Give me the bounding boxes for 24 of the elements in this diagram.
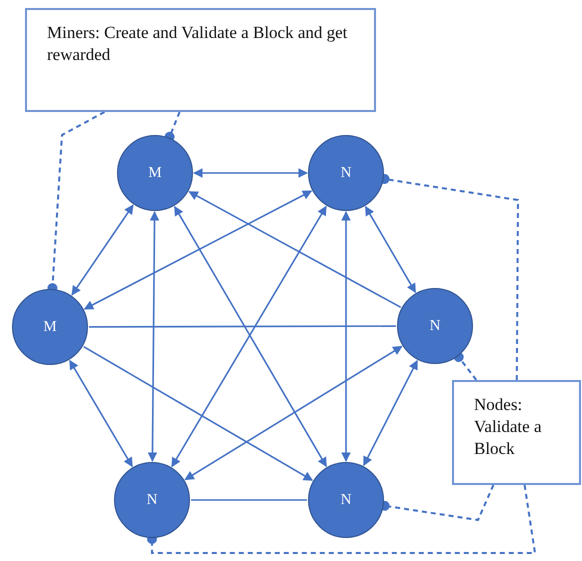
- leader-line: [164, 112, 181, 142]
- arrow: [341, 211, 351, 462]
- callout-box: [452, 380, 581, 485]
- node-label: M: [43, 318, 57, 337]
- arrow: [71, 204, 134, 296]
- node-label: N: [430, 316, 440, 336]
- arrow: [188, 191, 402, 308]
- arrow: [193, 168, 308, 178]
- arrow: [84, 190, 312, 310]
- leader-line: [147, 484, 536, 554]
- arrow: [184, 346, 403, 480]
- node-label: N: [340, 490, 352, 510]
- arrow: [363, 360, 418, 466]
- arrow: [148, 211, 160, 462]
- callout-text: Nodes: Validate a Block: [474, 394, 542, 460]
- callout-box: [25, 8, 376, 112]
- node-label: M: [148, 164, 162, 183]
- arrow: [83, 346, 314, 481]
- leader-line: [454, 352, 478, 381]
- node-label: N: [146, 490, 158, 510]
- callout-text: Miners: Create and Validate a Block and get rewarded: [47, 22, 348, 66]
- node-label: N: [340, 164, 352, 183]
- arrow: [69, 360, 133, 468]
- arrow: [364, 206, 416, 294]
